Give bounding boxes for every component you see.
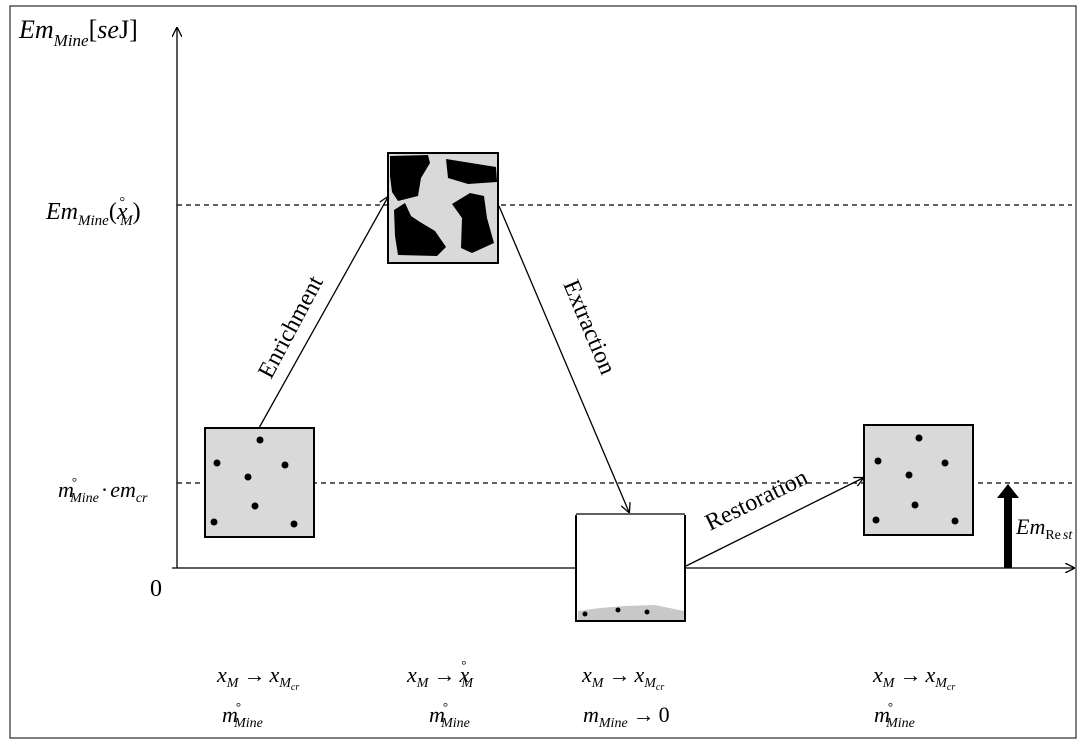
- restoration-energy-arrow: [997, 484, 1019, 568]
- figure-frame: [9, 5, 1077, 739]
- state-dispersed-box: [204, 427, 315, 538]
- y-axis-label: EmMine[seJ]: [18, 15, 138, 50]
- state-1-mass: m°Mine: [222, 699, 263, 731]
- high-level-label: EmMine(x°M): [45, 195, 141, 229]
- ore-chunk: [446, 159, 497, 184]
- mineral-dot: [615, 607, 621, 613]
- extraction-arrow: [498, 205, 629, 512]
- state-2-mass: m°Mine: [429, 699, 470, 731]
- mineral-dot: [911, 501, 919, 509]
- mineral-dot: [251, 502, 259, 510]
- mineral-dot: [941, 459, 949, 467]
- enrichment-arrow: [258, 197, 388, 429]
- mineral-dot: [874, 457, 882, 465]
- mineral-dot: [915, 434, 923, 442]
- ore-chunk: [394, 203, 446, 256]
- ore-chunk: [452, 193, 494, 253]
- extraction-label: Extraction: [557, 276, 620, 378]
- mineral-dot: [905, 471, 913, 479]
- mineral-dot: [244, 473, 252, 481]
- mineral-dot: [213, 459, 221, 467]
- mineral-dot: [290, 520, 298, 528]
- mineral-dot: [644, 609, 650, 615]
- mineral-dot: [210, 518, 218, 526]
- mineral-dot: [256, 436, 264, 444]
- state-4-transition: xM→xMcr: [872, 662, 955, 693]
- state-4-mass: m°Mine: [874, 699, 915, 731]
- state-2-transition: xM→x°M: [406, 657, 474, 691]
- origin-label: 0: [150, 576, 162, 602]
- state-restored-box: [863, 424, 974, 536]
- state-depleted-box: [575, 513, 686, 622]
- enrichment-label: Enrichment: [253, 271, 329, 382]
- critical-level-label: m°Mine·emcr: [58, 474, 148, 506]
- ore-chunk: [390, 155, 430, 201]
- state-3-transition: xM→xMcr: [581, 662, 664, 693]
- mineral-dot: [281, 461, 289, 469]
- mineral-dot: [582, 611, 588, 617]
- mineral-dot: [872, 516, 880, 524]
- state-1-transition: xM→xMcr: [216, 662, 299, 693]
- state-3-mass: mMine→0: [583, 702, 670, 731]
- restoration-label: Restoration: [701, 465, 812, 537]
- mineral-dot: [951, 517, 959, 525]
- restoration-arrow: [685, 478, 863, 567]
- state-ore-deposit-box: [387, 152, 499, 264]
